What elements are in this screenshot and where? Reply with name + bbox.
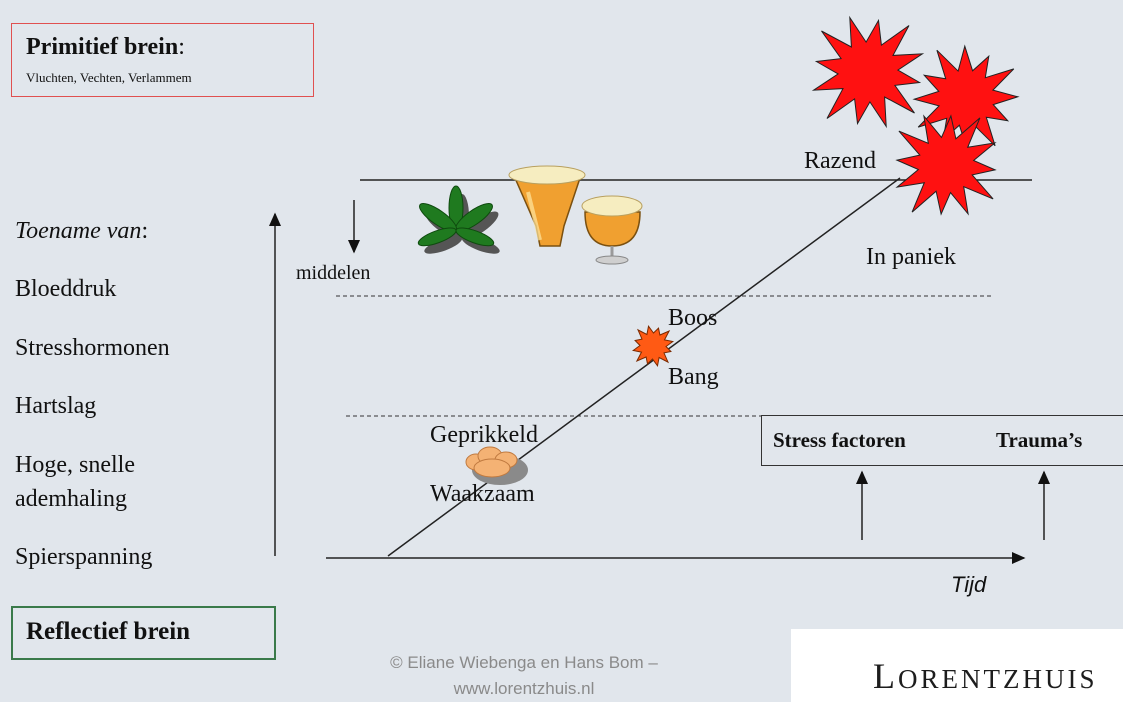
state-boos: Boos xyxy=(668,305,718,331)
plant-icon xyxy=(417,185,500,254)
state-bang: Bang xyxy=(668,364,719,390)
state-waakzaam: Waakzaam xyxy=(430,481,535,507)
reflective-brain-box xyxy=(11,606,276,660)
logo-text: LORENTZHUIS xyxy=(873,656,1098,696)
state-geprikkeld: Geprikkeld xyxy=(430,422,538,448)
brandy-glass-icon xyxy=(581,195,643,265)
state-in-paniek: In paniek xyxy=(866,244,956,270)
list-item: ademhaling xyxy=(15,486,127,512)
copyright-text: © Eliane Wiebenga en Hans Bom – www.lore… xyxy=(344,650,704,702)
state-razend: Razend xyxy=(804,148,876,174)
list-item: Hartslag xyxy=(15,393,97,419)
stress-factors-label: Stress factoren xyxy=(773,428,906,452)
list-item: Spierspanning xyxy=(15,544,153,570)
list-item: Hoge, snelle xyxy=(15,452,135,478)
middelen-label: middelen xyxy=(296,262,371,284)
time-axis-label: Tijd xyxy=(951,572,987,597)
increase-heading: Toename van: xyxy=(15,218,149,244)
copyright-url: www.lorentzhuis.nl xyxy=(453,679,595,698)
trauma-label: Trauma’s xyxy=(996,428,1083,452)
list-item: Stresshormonen xyxy=(15,335,170,361)
escalation-line xyxy=(387,177,901,557)
reflective-brain-label: Reflectief brein xyxy=(26,618,191,645)
beer-glass-icon xyxy=(508,165,586,247)
primitive-brain-title: Primitief brein: xyxy=(26,34,185,60)
primitive-brain-subtitle: Vluchten, Vechten, Verlammem xyxy=(26,70,192,85)
list-item: Bloeddruk xyxy=(15,276,117,302)
logo-panel xyxy=(791,629,1123,702)
copyright-line-1: © Eliane Wiebenga en Hans Bom – xyxy=(390,653,658,672)
bang-burst-icon xyxy=(631,324,675,368)
primitive-brain-box xyxy=(11,23,314,97)
factors-box xyxy=(761,415,1123,466)
starburst-icon xyxy=(811,15,1020,216)
cloud-icon xyxy=(465,446,528,485)
